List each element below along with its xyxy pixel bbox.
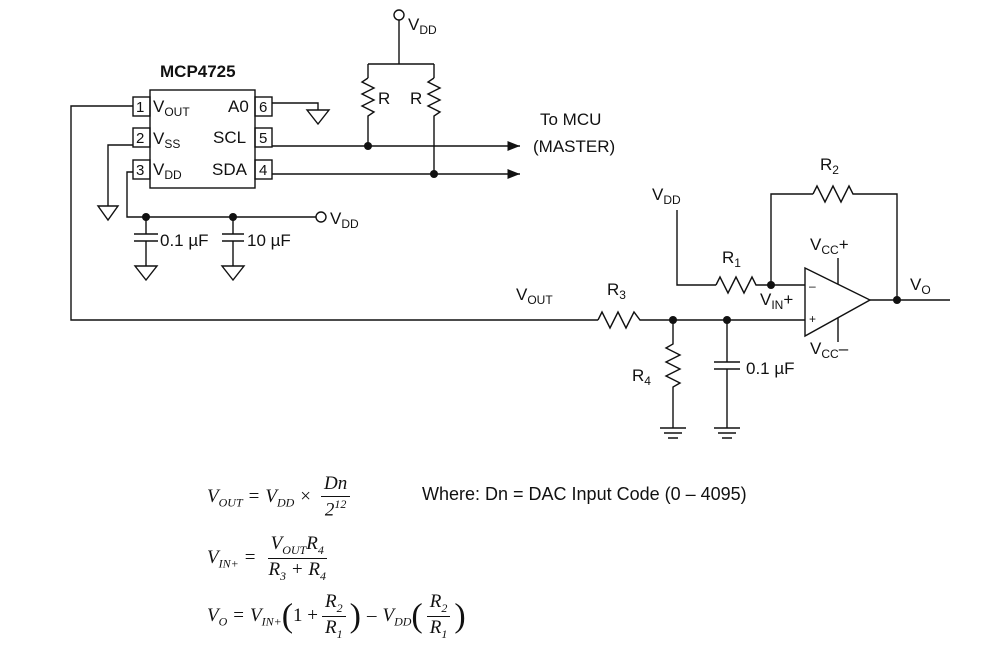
vcc-plus-label: VCC+ (810, 235, 849, 257)
vdd-chip-wire (126, 171, 316, 218)
junction-vin (767, 281, 775, 289)
opamp-noninverting-sign: + (809, 312, 816, 326)
pin-5-box (254, 127, 273, 148)
filter-cap-label: 0.1 µF (746, 359, 795, 378)
pin-5-number: 5 (259, 130, 267, 147)
cap-10-plate (222, 233, 244, 242)
ground-r4 (660, 427, 686, 439)
cap-10-label: 10 µF (247, 231, 291, 250)
vdd-pullup-wire (367, 20, 435, 78)
junction-output (893, 296, 901, 304)
r2-label: R2 (820, 155, 839, 177)
ground-cap-01 (133, 265, 159, 282)
ground-filter-cap (714, 427, 740, 439)
a0-wire (272, 102, 319, 110)
to-mcu-label: To MCU (540, 110, 601, 129)
ground-vss (96, 205, 120, 222)
cap-01-plate (134, 233, 158, 242)
vdd-terminal-top (393, 9, 405, 21)
pin-4-number: 4 (259, 162, 267, 179)
feedback-wire (770, 193, 813, 285)
pin-1-number: 1 (136, 99, 144, 116)
vcc-minus-label: VCC– (810, 339, 849, 361)
pin-2-number: 2 (136, 130, 144, 147)
pullup-label-right: R (410, 89, 422, 108)
r1-label: R1 (722, 248, 741, 270)
junction-cap10 (229, 213, 237, 221)
pin-3-box (132, 159, 151, 180)
pin-1-label: VOUT (153, 97, 190, 119)
vo-label: VO (910, 275, 931, 297)
r4-label: R4 (632, 366, 651, 388)
pin-5-label: SCL (213, 128, 246, 147)
pin-6-box (254, 96, 273, 117)
vss-wire (107, 144, 133, 206)
r4-resistor (664, 320, 682, 428)
cap-01-label: 0.1 µF (160, 231, 209, 250)
opamp-inverting-sign: – (809, 279, 816, 293)
pullup-resistor-right (426, 77, 442, 174)
ground-a0 (305, 109, 331, 126)
vdd-label-chip: VDD (330, 209, 359, 231)
pullup-label-left: R (378, 89, 390, 108)
pin-4-box (254, 159, 273, 180)
pin-3-label: VDD (153, 160, 182, 182)
junction-scl (364, 142, 372, 150)
pin-2-label: VSS (153, 129, 180, 151)
ground-cap-10 (220, 265, 246, 282)
vout-wire (70, 105, 598, 321)
pin-6-label: A0 (228, 97, 249, 116)
pullup-resistor-left (360, 77, 376, 146)
pin-3-number: 3 (136, 162, 144, 179)
r1-resistor (715, 275, 805, 295)
junction-sda (430, 170, 438, 178)
vdd-label-opamp: VDD (652, 185, 681, 207)
master-label: (MASTER) (533, 137, 615, 156)
junction-r4 (669, 316, 677, 324)
pin-2-box (132, 127, 151, 148)
r3-label: R3 (607, 280, 626, 302)
pin-4-label: SDA (212, 160, 248, 179)
junction-cap01 (142, 213, 150, 221)
pin-6-number: 6 (259, 99, 267, 116)
vdd-terminal-chip (315, 211, 327, 223)
dac-code-note: Where: Dn = DAC Input Code (0 – 4095) (422, 484, 747, 504)
r2-resistor (812, 184, 898, 300)
r3-resistor (597, 310, 805, 330)
filter-cap-wire (714, 320, 740, 428)
junction-filter-cap (723, 316, 731, 324)
vdd-label-top: VDD (408, 15, 437, 37)
vdd-r1-wire (676, 210, 716, 286)
chip-name: MCP4725 (160, 62, 236, 81)
vout-label: VOUT (516, 285, 553, 307)
vin-plus-label: VIN+ (760, 290, 793, 312)
